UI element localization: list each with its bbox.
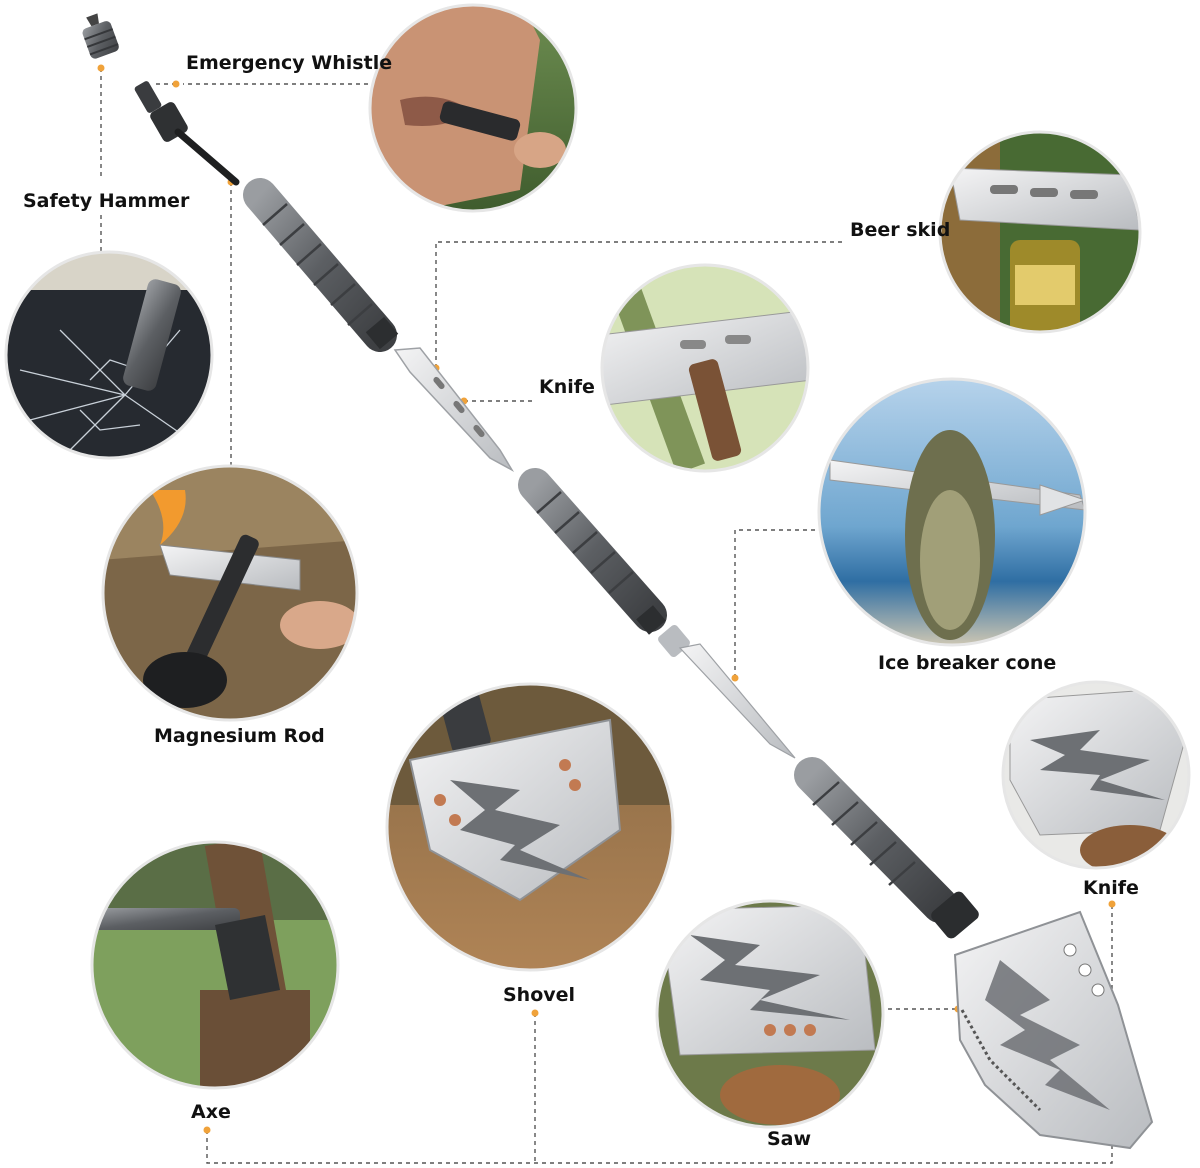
photo-knife-top — [600, 263, 810, 473]
shovel-head — [953, 910, 1154, 1150]
photo-shovel — [385, 682, 675, 972]
safety-hammer-head — [82, 13, 119, 59]
label-knife-top: Knife — [539, 376, 595, 398]
photo-saw — [655, 899, 885, 1129]
photo-knife-right — [1001, 680, 1191, 870]
exploded-tool — [82, 13, 1154, 1150]
photo-emergency-whistle — [368, 3, 578, 213]
photo-magnesium-rod — [101, 464, 359, 722]
photo-ice-breaker — [817, 377, 1087, 647]
label-beer-skid: Beer skid — [850, 219, 951, 241]
label-ice-breaker-cone: Ice breaker cone — [878, 652, 1057, 674]
label-saw: Saw — [767, 1128, 812, 1150]
handle-segment-1 — [243, 178, 399, 352]
label-shovel: Shovel — [503, 984, 576, 1006]
photo-safety-hammer — [4, 250, 214, 460]
handle-segment-3 — [794, 757, 979, 939]
saw-knife-blade — [393, 347, 515, 472]
label-knife-right: Knife — [1083, 877, 1139, 899]
photo-beer-skid — [938, 130, 1142, 334]
label-emergency-whistle: Emergency Whistle — [186, 52, 393, 74]
ice-breaker-spike — [658, 624, 796, 759]
handle-segment-2 — [518, 468, 667, 635]
whistle-rod — [134, 81, 240, 186]
label-axe: Axe — [191, 1101, 231, 1123]
label-safety-hammer: Safety Hammer — [23, 190, 190, 212]
label-magnesium-rod: Magnesium Rod — [154, 725, 325, 747]
photo-axe — [90, 840, 340, 1090]
